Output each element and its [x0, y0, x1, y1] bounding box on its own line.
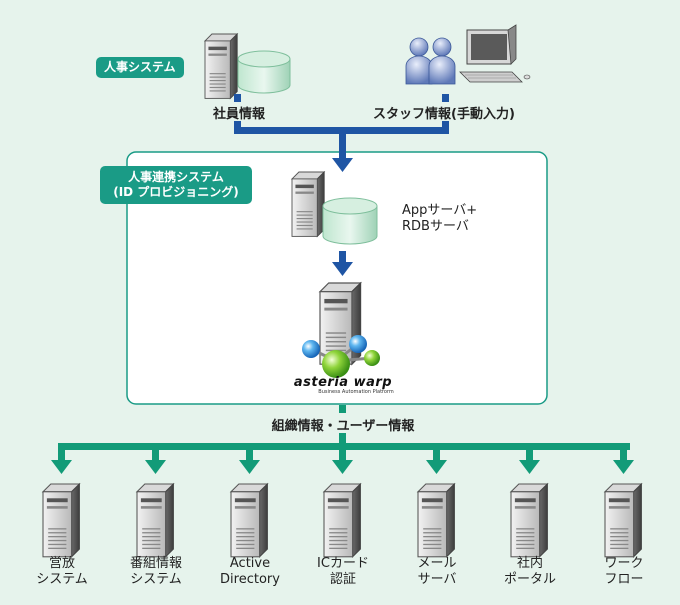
target-label-line1: 番組情報 [129, 556, 182, 571]
integration-frame [126, 151, 548, 405]
server-label-line1: Appサーバ+ [402, 203, 478, 218]
target-label: 営放システム [17, 556, 107, 588]
target-label-line2: システム [36, 572, 88, 587]
target-label-line1: Active [229, 556, 271, 571]
target-label-line2: フロー [604, 572, 644, 587]
employee-info-label: 社員情報 [212, 107, 265, 122]
target-label-line1: 社内 [516, 556, 543, 571]
target-label-line2: Directory [220, 572, 280, 587]
hr-server-icon [204, 33, 238, 99]
integration-tag-line1: 人事連携システム [128, 170, 224, 184]
target-label-line2: 認証 [329, 572, 356, 587]
middle-arrow [332, 251, 353, 276]
hr-system-tag-text: 人事システム [104, 60, 176, 74]
rdb-database-icon [322, 197, 378, 245]
hr-system-tag: 人事システム [96, 57, 184, 78]
target-label: メールサーバ [392, 556, 482, 588]
asteria-logo-text: asteria warp [293, 375, 393, 390]
target-label: ICカード認証 [298, 556, 388, 588]
target-label-line1: メール [417, 556, 457, 571]
target-label-line2: システム [130, 572, 182, 587]
integration-tag-line2: (ID プロビジョニング) [113, 185, 239, 199]
server-label-line2: RDBサーバ [402, 219, 469, 234]
integration-system-tag: 人事連携システム (ID プロビジョニング) [100, 166, 252, 204]
target-label-line2: サーバ [417, 572, 457, 587]
bottom-connectors [51, 405, 634, 474]
staff-info-label: スタッフ情報(手動入力) [373, 107, 515, 122]
top-connectors [234, 94, 449, 172]
server-label: Appサーバ+ RDBサーバ [402, 203, 477, 235]
target-label-line1: ICカード [317, 556, 369, 571]
flow-label: 組織情報・ユーザー情報 [271, 419, 415, 434]
app-server-icon [291, 171, 325, 237]
target-label: 番組情報システム [111, 556, 201, 588]
hr-database-icon [237, 50, 291, 94]
target-label-line2: ポータル [503, 572, 556, 587]
target-label-line1: 営放 [48, 556, 75, 571]
molecule-icon [302, 335, 380, 378]
asteria-logo-subtitle: Business Automation Platform [318, 389, 394, 395]
people-icon [405, 37, 456, 85]
target-label: ワークフロー [579, 556, 669, 588]
target-label-line1: ワーク [604, 556, 644, 571]
asteria-logo: asteria warp Business Automation Platfor… [268, 376, 418, 396]
computer-icon [459, 24, 531, 83]
target-label: 社内ポータル [485, 556, 575, 588]
